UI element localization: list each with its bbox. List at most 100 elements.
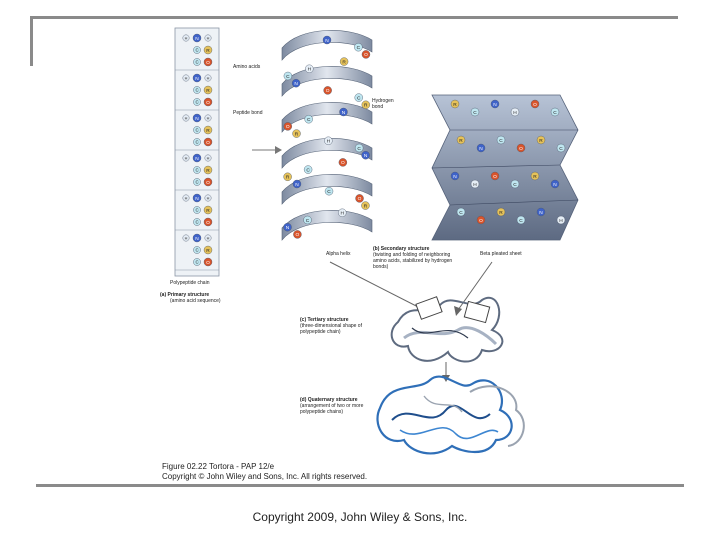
atom-h: H (470, 179, 480, 189)
atom-r: R (203, 165, 213, 175)
atom-r: R (292, 129, 301, 138)
atom-c: C (283, 71, 293, 81)
svg-text:H: H (207, 36, 210, 40)
atom-h: H (204, 114, 212, 122)
atom-o: O (203, 257, 213, 267)
svg-text:O: O (479, 218, 483, 224)
atom-c: C (193, 218, 201, 226)
svg-text:N: N (195, 196, 199, 202)
svg-text:C: C (519, 218, 523, 224)
atom-h: H (182, 154, 190, 162)
svg-text:H: H (308, 67, 312, 73)
svg-text:O: O (206, 180, 210, 186)
svg-text:R: R (286, 175, 290, 181)
atom-c: C (303, 215, 312, 225)
atom-n: N (192, 233, 202, 243)
svg-text:N: N (195, 36, 199, 42)
atom-c: C (303, 165, 313, 174)
svg-text:C: C (195, 260, 198, 265)
label-hydrogen-bond: Hydrogen bond (372, 98, 394, 110)
svg-text:H: H (559, 218, 563, 224)
svg-text:H: H (207, 236, 210, 240)
atom-r: R (496, 207, 506, 217)
primary-desc: (amino acid sequence) (170, 298, 221, 304)
svg-text:C: C (195, 168, 198, 173)
svg-text:N: N (195, 236, 199, 242)
svg-text:H: H (185, 76, 188, 80)
svg-text:H: H (341, 211, 345, 217)
svg-text:O: O (206, 220, 210, 226)
atom-n: N (192, 153, 202, 163)
tertiary-title: (c) Tertiary structure (300, 317, 349, 323)
atom-r: R (203, 45, 213, 55)
svg-text:N: N (453, 174, 457, 180)
atom-o: O (203, 97, 213, 107)
label-peptide-bond: Peptide bond (233, 110, 263, 116)
atom-h: H (324, 136, 333, 146)
svg-text:N: N (195, 76, 199, 82)
primary-title: (a) Primary structure (160, 292, 210, 298)
atom-o: O (283, 122, 292, 131)
svg-text:C: C (195, 248, 198, 253)
atom-o: O (323, 86, 332, 95)
svg-text:H: H (185, 116, 188, 120)
svg-text:R: R (364, 103, 368, 109)
svg-text:C: C (195, 180, 198, 185)
svg-text:H: H (207, 196, 210, 200)
svg-text:H: H (207, 156, 210, 160)
svg-text:C: C (357, 146, 361, 152)
svg-text:O: O (519, 146, 523, 152)
svg-text:R: R (206, 168, 210, 174)
secondary-desc: (twisting and folding of neighboring ami… (373, 252, 453, 270)
atom-n: N (490, 99, 500, 109)
atom-o: O (530, 99, 540, 109)
svg-text:R: R (206, 88, 210, 94)
tertiary-desc: (three-dimensional shape of polypeptide … (300, 323, 362, 335)
atom-c: C (516, 215, 526, 225)
figure-caption: Figure 02.22 Tortora - PAP 12/e Copyrigh… (162, 462, 367, 482)
atom-h: H (204, 154, 212, 162)
svg-text:C: C (473, 110, 477, 116)
label-beta-pleated-sheet: Beta pleated sheet (480, 251, 522, 257)
atom-r: R (530, 171, 540, 181)
atom-r: R (339, 57, 349, 66)
svg-text:N: N (286, 225, 290, 231)
atom-c: C (470, 107, 480, 117)
svg-text:O: O (296, 232, 300, 238)
atom-c: C (193, 58, 201, 66)
svg-text:H: H (513, 110, 517, 116)
atom-c: C (304, 114, 313, 124)
atom-o: O (203, 177, 213, 187)
svg-text:H: H (207, 76, 210, 80)
atom-c: C (193, 86, 201, 94)
svg-text:O: O (358, 196, 362, 202)
svg-text:N: N (553, 182, 557, 188)
atom-r: R (536, 135, 546, 145)
svg-text:C: C (306, 218, 310, 224)
svg-text:R: R (459, 138, 463, 144)
svg-text:C: C (195, 88, 198, 93)
svg-text:H: H (473, 182, 477, 188)
svg-text:N: N (294, 81, 298, 87)
atom-h: H (182, 114, 190, 122)
atom-r: R (361, 201, 370, 210)
svg-text:O: O (341, 160, 345, 166)
svg-text:C: C (195, 128, 198, 133)
svg-text:N: N (342, 110, 346, 116)
svg-text:N: N (195, 156, 199, 162)
svg-text:O: O (206, 260, 210, 266)
svg-text:R: R (533, 174, 537, 180)
atom-n: N (192, 33, 202, 43)
atom-o: O (490, 171, 500, 181)
svg-text:C: C (195, 60, 198, 65)
atom-o: O (476, 215, 486, 225)
label-quaternary-structure: (d) Quaternary structure (arrangement of… (300, 397, 378, 415)
svg-text:N: N (195, 116, 199, 122)
atom-c: C (193, 246, 201, 254)
label-amino-acids: Amino acids (233, 64, 261, 70)
svg-text:C: C (195, 48, 198, 53)
atom-c: C (193, 126, 201, 134)
atom-n: N (291, 78, 301, 88)
atom-h: H (204, 74, 212, 82)
